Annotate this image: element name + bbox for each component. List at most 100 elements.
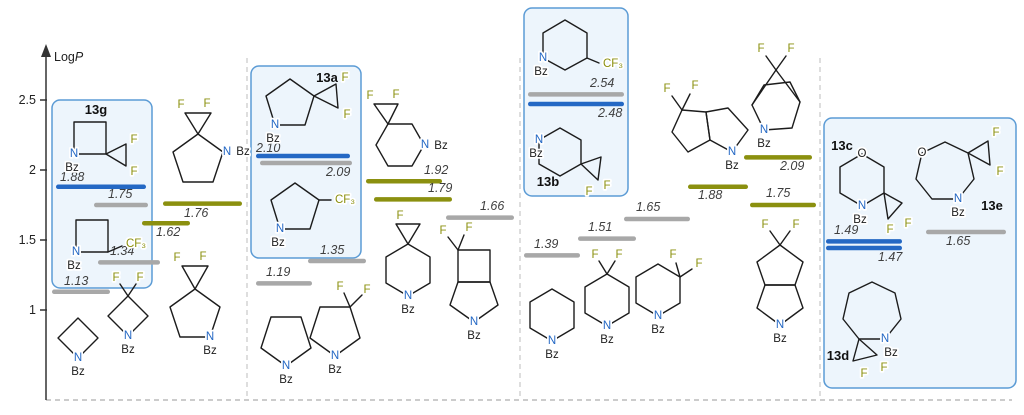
logp-bar-1.88 — [56, 184, 146, 190]
compound-ring — [260, 316, 312, 367]
compound-ring — [915, 141, 975, 200]
compound-bond — [769, 230, 781, 246]
compound-id-label: 13e — [981, 198, 1003, 213]
compound-ring — [373, 103, 399, 125]
atom-label-Bz: Bz — [773, 333, 787, 345]
logp-value-label: 1.51 — [588, 220, 612, 234]
atom-label-F: F — [396, 210, 403, 222]
atom-label-F: F — [761, 219, 768, 231]
atom-label-Bz: Bz — [271, 237, 285, 249]
atom-label-N: N — [271, 119, 279, 131]
logp-bar-1.76 — [163, 201, 242, 206]
compound-bond — [586, 57, 600, 64]
atom-label-N: N — [70, 148, 78, 160]
atom-label-N: N — [954, 193, 962, 205]
compound-ring — [385, 243, 431, 297]
atom-label-F: F — [603, 180, 610, 192]
atom-label-N: N — [404, 290, 412, 302]
atom-label-F: F — [130, 166, 137, 178]
atom-label-Bz: Bz — [121, 344, 135, 356]
atom-label-F: F — [992, 127, 999, 139]
axis-tick-label: 1.5 — [19, 233, 36, 247]
logp-value-label: 1.65 — [946, 234, 970, 248]
compound-ring — [107, 295, 149, 337]
compound-bond — [606, 260, 616, 275]
compound-bond — [775, 69, 801, 103]
logp-bar-2.09 — [744, 155, 812, 160]
atom-label-F: F — [177, 99, 184, 111]
compound-ring — [839, 153, 885, 207]
atom-label-N: N — [535, 134, 543, 146]
atom-label-CF₃: CF₃ — [335, 194, 355, 206]
atom-label-F: F — [341, 72, 348, 84]
logp-value-label: 1.49 — [834, 223, 858, 237]
compound-ring — [309, 306, 361, 357]
logp-bar-2.54 — [528, 92, 624, 97]
compound-id-label: 13g — [85, 102, 107, 117]
atom-label-Bz: Bz — [67, 260, 81, 272]
compound-ring — [449, 281, 499, 323]
y-axis-title: LogP — [54, 50, 84, 64]
atom-label-O: O — [918, 147, 927, 159]
compound-ring — [395, 223, 421, 245]
compound-bond — [681, 93, 691, 111]
logp-bar-1.62 — [142, 220, 190, 226]
atom-label-CF₃: CF₃ — [603, 58, 623, 70]
atom-label-F: F — [996, 166, 1003, 178]
logp-bar-2.48 — [528, 101, 624, 107]
logp-bar-1.47 — [826, 245, 902, 251]
atom-label-F: F — [136, 272, 143, 284]
logp-value-label: 1.39 — [534, 237, 558, 251]
compound-ring — [635, 263, 681, 317]
atom-label-F: F — [880, 362, 887, 374]
atom-label-N: N — [548, 335, 556, 347]
compound-id-label: 13c — [831, 138, 853, 153]
compound-bond — [119, 283, 129, 297]
logp-value-label: 1.47 — [878, 250, 903, 264]
logp-bar-1.75 — [94, 202, 148, 208]
logp-value-label: 1.62 — [156, 225, 180, 239]
compound-ring — [265, 78, 315, 126]
atom-label-F: F — [792, 219, 799, 231]
atom-label-F: F — [392, 89, 399, 101]
compound-bond — [598, 260, 608, 275]
atom-label-F: F — [886, 224, 893, 236]
compound-ring — [313, 83, 339, 109]
logp-value-label: 1.75 — [108, 187, 132, 201]
compound-ring — [375, 123, 425, 167]
compound-bond — [675, 262, 681, 278]
logp-value-label: 2.48 — [597, 106, 622, 120]
highlight-box — [51, 99, 153, 289]
logp-value-label: 1.19 — [266, 265, 290, 279]
atom-label-F: F — [173, 252, 180, 264]
atom-label-Bz: Bz — [725, 160, 739, 172]
atom-label-N: N — [74, 352, 82, 364]
atom-label-N: N — [206, 331, 214, 343]
atom-label-F: F — [585, 186, 592, 198]
compound-bond — [457, 234, 465, 251]
y-axis-arrow-icon — [41, 44, 51, 57]
logp-value-label: 2.54 — [589, 76, 614, 90]
logp-bar-1.49 — [826, 239, 902, 244]
compound-ring — [457, 249, 491, 283]
compound-bond — [447, 236, 459, 251]
axis-tick-label: 1 — [29, 303, 36, 317]
atom-label-Bz: Bz — [757, 138, 771, 150]
atom-label-F: F — [691, 80, 698, 92]
logp-bar-1.51 — [578, 236, 636, 241]
atom-label-Bz: Bz — [545, 349, 559, 361]
compound-ring — [580, 156, 602, 181]
compound-bond — [775, 55, 787, 71]
atom-label-Bz: Bz — [434, 140, 448, 152]
logp-value-label: 2.09 — [325, 165, 350, 179]
atom-label-F: F — [366, 90, 373, 102]
atom-label-Bz: Bz — [71, 366, 85, 378]
atom-label-N: N — [421, 139, 429, 151]
logp-value-label: 1.35 — [320, 243, 344, 257]
logp-bar-1.65 — [624, 216, 690, 222]
atom-label-Bz: Bz — [65, 162, 79, 174]
atom-label-F: F — [203, 98, 210, 110]
atom-label-N: N — [470, 316, 478, 328]
